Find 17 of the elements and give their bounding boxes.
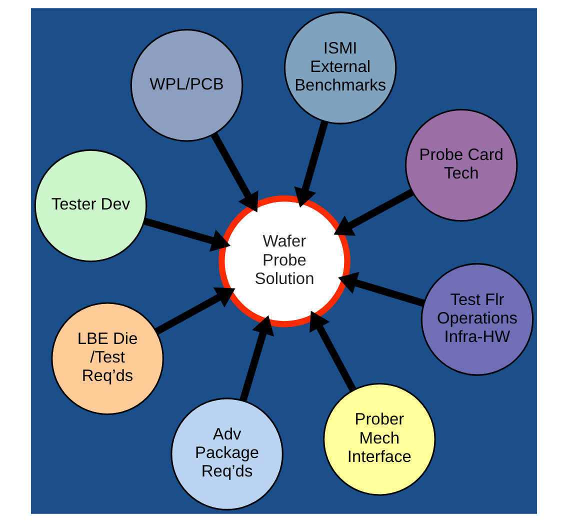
node-circle: WPL/PCB — [130, 28, 244, 142]
node-circle: LBE Die /Test Req’ds — [51, 302, 164, 416]
node-circle: Probe Card Tech — [404, 108, 518, 222]
node-circle: Prober Mech Interface — [323, 382, 436, 496]
arrow — [334, 188, 414, 236]
arrow — [338, 272, 425, 307]
node-circle: Tester Dev — [34, 149, 148, 262]
arrow — [240, 315, 274, 402]
node-circle: Adv Package Req’ds — [170, 398, 284, 510]
arrow — [154, 287, 236, 335]
arrow — [210, 132, 258, 212]
node-circle: ISMI External Benchmarks — [284, 12, 397, 124]
arrow — [310, 310, 356, 392]
node-circle: Test Flr Operations Infra-HW — [420, 263, 534, 376]
node-circle: Wafer Probe Solution — [218, 195, 350, 328]
arrow — [144, 218, 231, 252]
arrow — [294, 120, 328, 208]
